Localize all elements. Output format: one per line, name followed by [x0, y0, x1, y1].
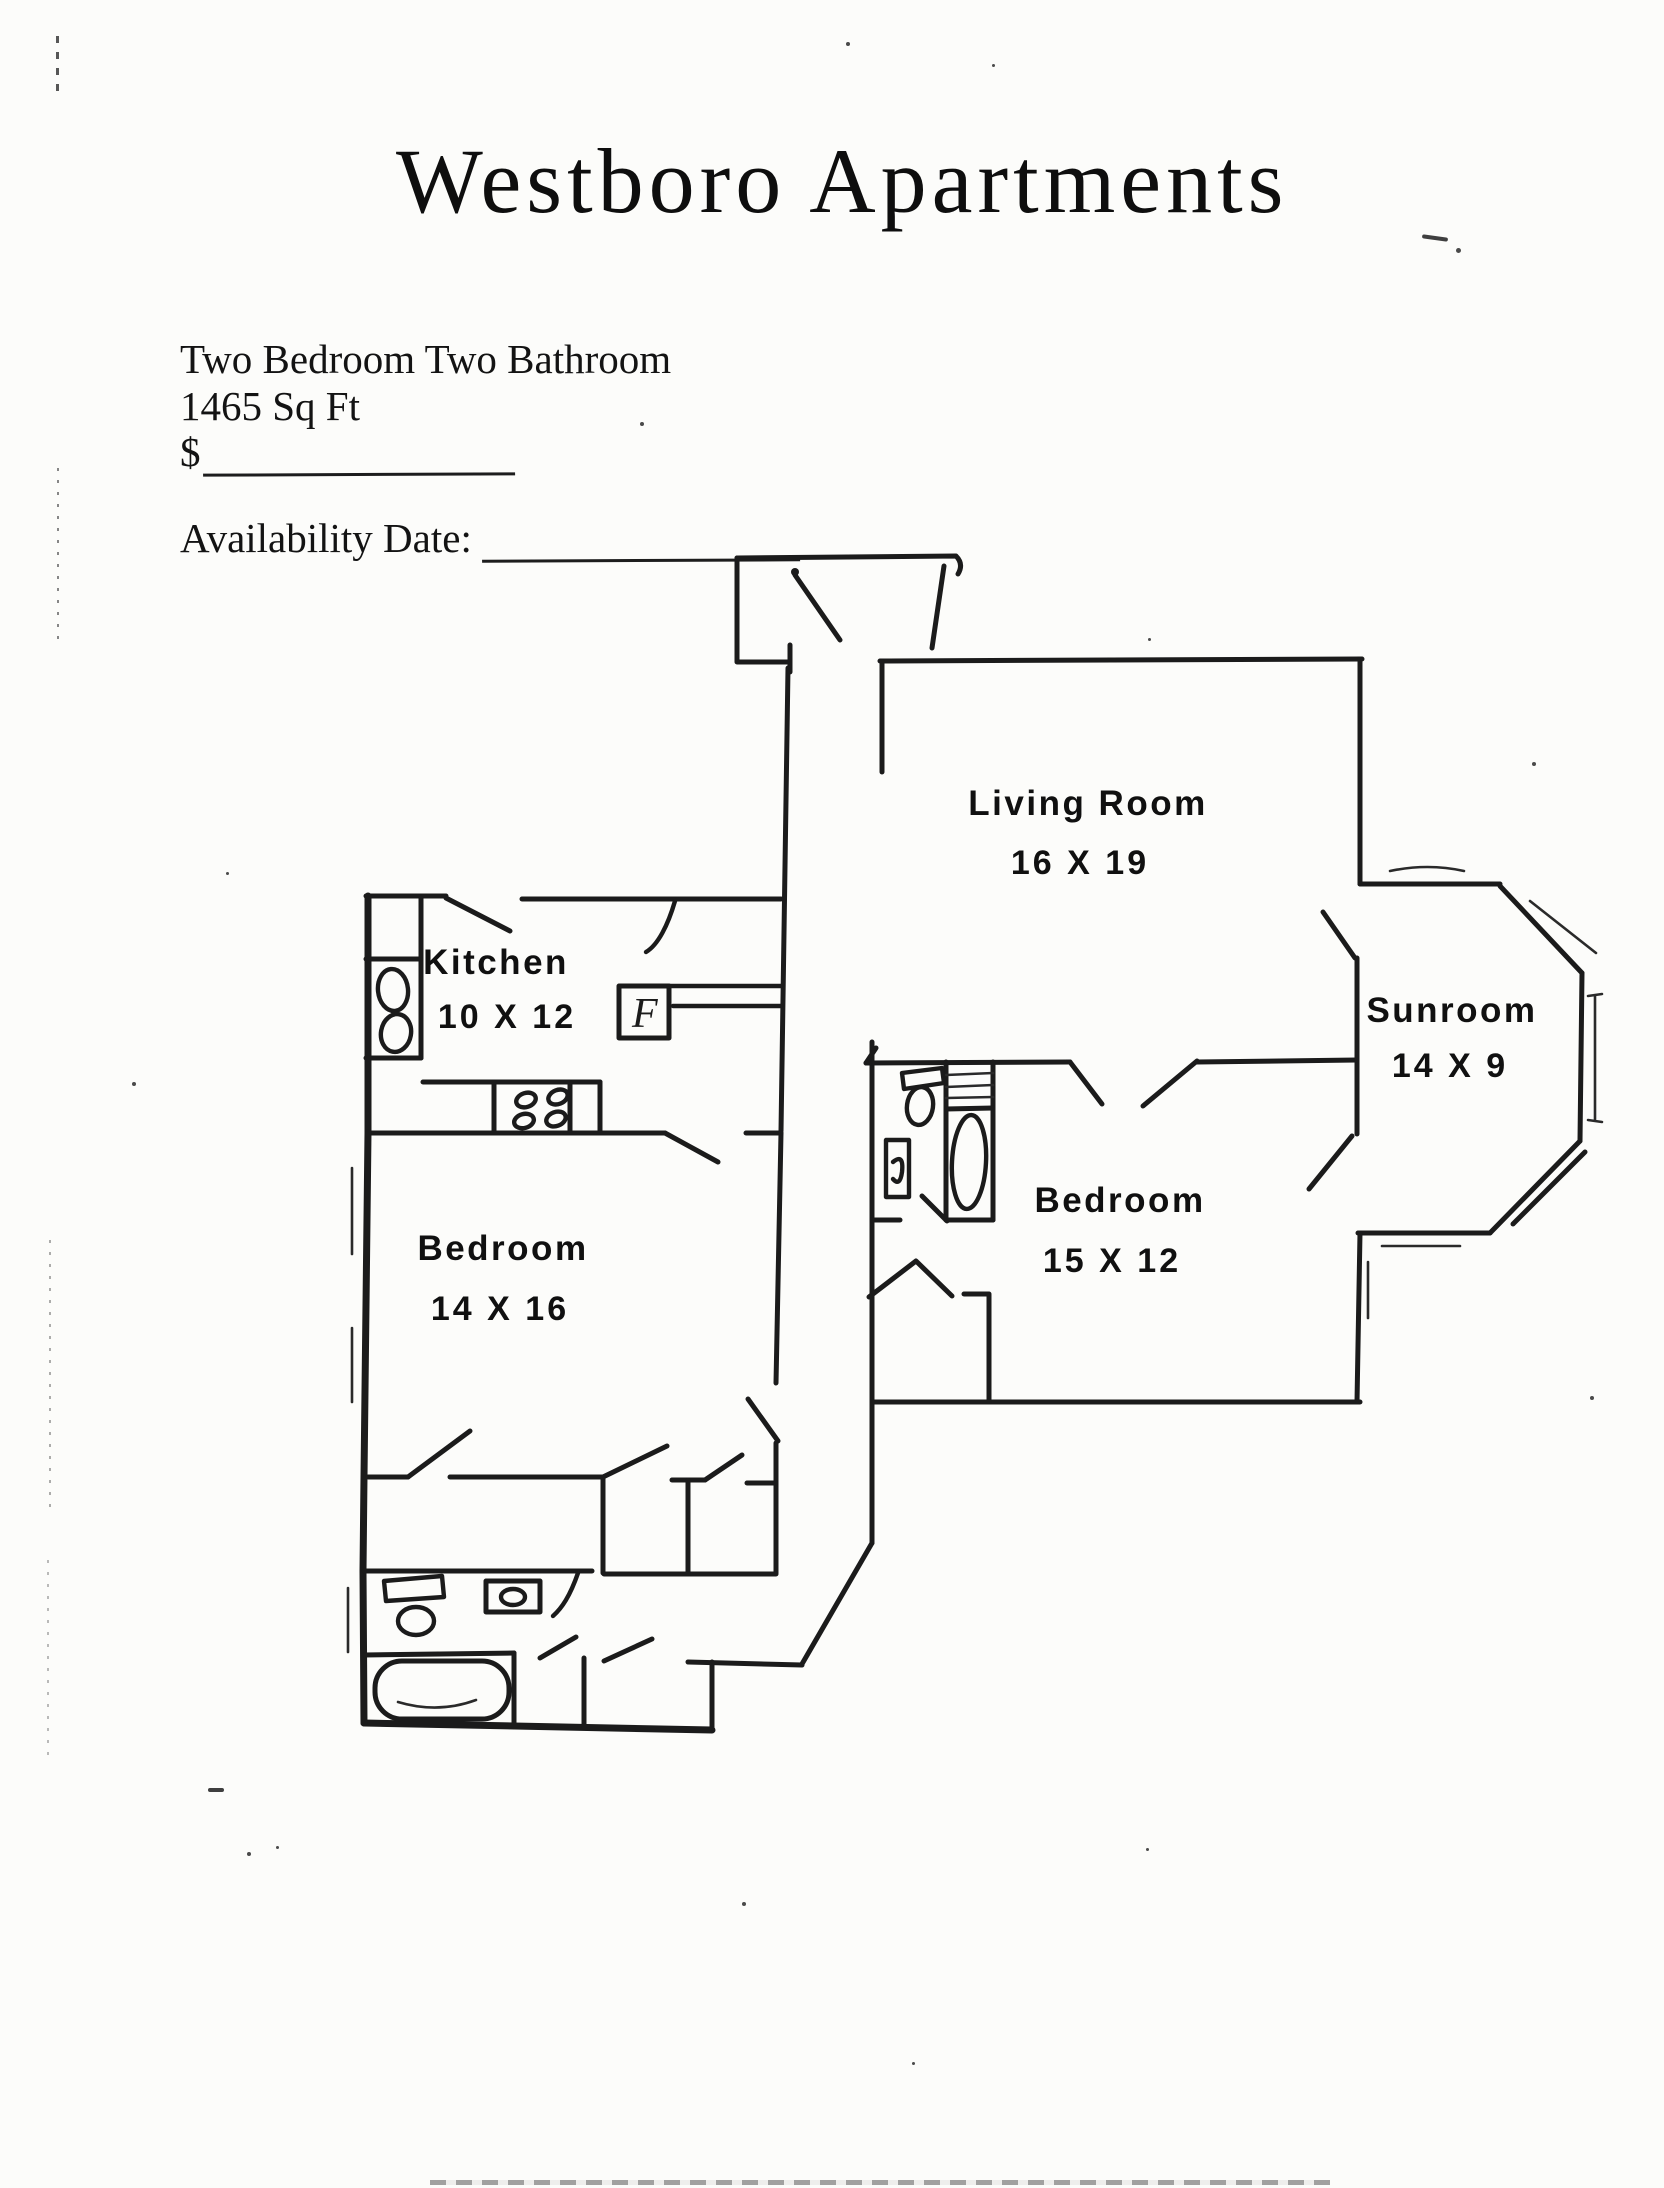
availability-label: Availability Date:	[180, 515, 472, 561]
bathroom-1-walls	[361, 1634, 655, 1730]
bedroom-left-dims: 14 X 16	[431, 1290, 569, 1328]
bedroom-left-label: Bedroom	[417, 1229, 588, 1268]
scan-artifact	[912, 2062, 915, 2065]
hallway-walls	[360, 665, 875, 1734]
scan-artifact	[640, 422, 644, 426]
vanity-1	[381, 1573, 447, 1604]
scan-artifact	[56, 36, 59, 100]
price-prefix: $	[180, 429, 201, 476]
page-title: Westboro Apartments	[396, 130, 1289, 232]
bedroom-left-walls	[346, 1129, 779, 1727]
fridge: F	[616, 983, 784, 1041]
room-labels: Living Room 16 X 19 Kitchen 10 X 12 Sunr…	[417, 784, 1537, 1328]
sunroom-dims: 14 X 9	[1392, 1047, 1508, 1085]
kitchen-label: Kitchen	[423, 943, 569, 982]
scan-artifact	[1456, 248, 1461, 253]
scan-artifact	[430, 2180, 1330, 2185]
stove	[511, 1087, 570, 1131]
bathroom-2-walls	[863, 1045, 1073, 1224]
living-room-walls	[877, 656, 1365, 887]
living-room-label: Living Room	[968, 784, 1207, 823]
price-row: $	[180, 429, 671, 477]
scan-artifact	[1148, 638, 1151, 641]
scan-artifact	[992, 64, 995, 67]
sunroom-label: Sunroom	[1366, 991, 1537, 1030]
sunroom-bay-walls	[1306, 865, 1604, 1248]
kitchen-sink	[375, 966, 414, 1055]
toilet-1	[395, 1604, 437, 1638]
bathtub-2	[949, 1112, 989, 1212]
sink-2	[904, 1084, 936, 1128]
scan-artifact	[742, 1902, 746, 1906]
toilet-2	[883, 1137, 912, 1200]
entry-walls	[734, 553, 964, 675]
bathroom-1-fixtures	[372, 1573, 543, 1722]
scan-artifact	[1590, 1396, 1594, 1400]
scan-artifact	[49, 1240, 51, 1510]
scan-artifact	[208, 1788, 224, 1792]
availability-row: Availability Date:	[180, 514, 800, 563]
square-feet-text: 1465 Sq Ft	[180, 382, 360, 429]
mirror-cabinet	[483, 1578, 543, 1615]
scan-artifact	[226, 872, 229, 875]
bathroom-2-fixtures	[883, 1065, 989, 1212]
kitchen-walls	[363, 892, 784, 1165]
scan-artifact	[247, 1852, 251, 1856]
bedroom-right-dims: 15 X 12	[1043, 1242, 1181, 1280]
scan-artifact	[57, 468, 59, 643]
scan-artifact	[47, 1560, 49, 1760]
bedroom-right-label: Bedroom	[1034, 1181, 1205, 1220]
unit-type-text: Two Bedroom Two Bathroom	[180, 336, 672, 382]
living-room-dims: 16 X 19	[1011, 844, 1149, 882]
unit-info-block: Two Bedroom Two Bathroom 1465 Sq Ft $	[180, 336, 672, 477]
kitchen-dims: 10 X 12	[438, 998, 576, 1036]
scan-artifact	[276, 1846, 279, 1849]
scan-artifact	[1146, 1848, 1149, 1851]
fridge-label: F	[631, 991, 658, 1037]
bedroom-right-walls	[866, 1057, 1370, 1405]
scan-artifact	[846, 42, 850, 46]
bathtub-1	[372, 1658, 512, 1722]
scan-artifact	[1532, 762, 1536, 766]
scan-artifact	[132, 1082, 136, 1086]
